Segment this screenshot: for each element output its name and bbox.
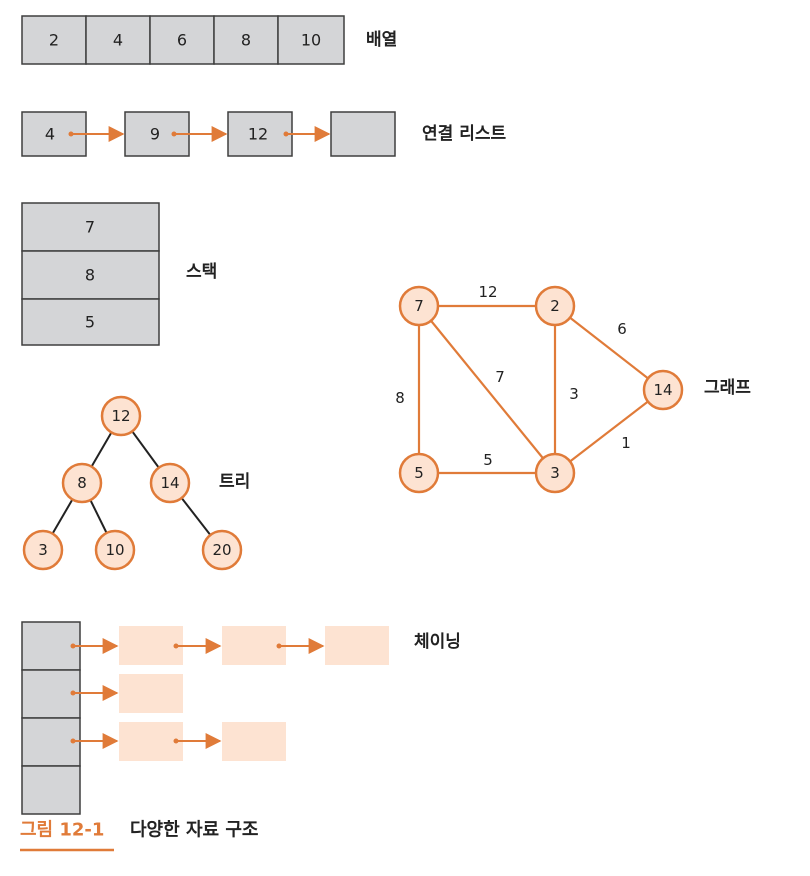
graph-diagram: 7 2 14 5 3 12 6 7 3 8 5 1 그래프 bbox=[395, 283, 751, 494]
graph-edge-weight: 6 bbox=[617, 320, 627, 338]
graph-node bbox=[398, 285, 440, 327]
tree-node-value: 14 bbox=[160, 474, 179, 492]
tree-node bbox=[201, 529, 243, 571]
graph-edge-weight: 7 bbox=[495, 368, 505, 386]
stack-label: 스택 bbox=[186, 262, 217, 282]
chain-node bbox=[222, 722, 286, 761]
tree-node-value: 12 bbox=[111, 407, 130, 425]
tree-node bbox=[149, 462, 191, 504]
graph-edge-weight: 8 bbox=[395, 389, 405, 407]
graph-edge bbox=[554, 305, 664, 391]
graph-edge bbox=[418, 305, 556, 474]
graph-label: 그래프 bbox=[704, 378, 751, 398]
tree-label: 트리 bbox=[219, 472, 250, 492]
graph-edge-weight: 5 bbox=[483, 451, 493, 469]
array-value-4: 10 bbox=[301, 31, 321, 50]
tree-node-value: 3 bbox=[38, 541, 48, 559]
chain-node bbox=[325, 626, 389, 665]
stack-diagram: 7 8 5 스택 bbox=[21, 202, 217, 346]
graph-node-value: 5 bbox=[414, 464, 424, 482]
array-value-3: 8 bbox=[241, 31, 251, 50]
figure-caption: 그림 12-1 다양한 자료 구조 bbox=[20, 820, 258, 852]
array-label: 배열 bbox=[366, 30, 397, 50]
caption-number: 그림 12-1 bbox=[20, 820, 104, 841]
array-value-0: 2 bbox=[49, 31, 59, 50]
stack-value-0: 7 bbox=[85, 218, 95, 237]
linked-list-diagram: 4 9 12 연결 리스트 bbox=[21, 111, 506, 157]
array-diagram: 2 4 6 8 10 배열 bbox=[21, 15, 397, 65]
tree-node-value: 10 bbox=[105, 541, 124, 559]
chaining-label: 체이닝 bbox=[414, 632, 461, 652]
graph-node-value: 7 bbox=[414, 297, 424, 315]
linked-list-value-2: 12 bbox=[248, 125, 268, 144]
tree-node bbox=[100, 395, 142, 437]
chain-node bbox=[119, 674, 183, 713]
graph-node bbox=[534, 285, 576, 327]
tree-diagram: 12 8 14 3 10 20 트리 bbox=[22, 395, 250, 571]
array-cell-2 bbox=[149, 15, 215, 65]
graph-node-value: 14 bbox=[653, 381, 672, 399]
hash-bucket-3 bbox=[21, 765, 81, 815]
chain-node bbox=[119, 626, 183, 665]
linked-list-node-2 bbox=[227, 111, 293, 157]
graph-edge bbox=[554, 389, 664, 474]
chain-node bbox=[119, 722, 183, 761]
graph-node-value: 2 bbox=[550, 297, 560, 315]
graph-edge-weight: 12 bbox=[478, 283, 497, 301]
array-cell-1 bbox=[85, 15, 151, 65]
array-value-1: 4 bbox=[113, 31, 123, 50]
tree-node bbox=[22, 529, 64, 571]
linked-list-value-1: 9 bbox=[150, 125, 160, 144]
stack-cell-2 bbox=[21, 298, 160, 346]
tree-node bbox=[61, 462, 103, 504]
linked-list-value-0: 4 bbox=[45, 125, 55, 144]
graph-node bbox=[398, 452, 440, 494]
graph-node bbox=[534, 452, 576, 494]
graph-node-value: 3 bbox=[550, 464, 560, 482]
stack-value-1: 8 bbox=[85, 266, 95, 285]
array-cell-0 bbox=[21, 15, 87, 65]
tree-node-value: 8 bbox=[77, 474, 87, 492]
graph-edge-weight: 1 bbox=[621, 434, 631, 452]
graph-node bbox=[642, 369, 684, 411]
chaining-diagram: 체이닝 bbox=[21, 621, 461, 815]
tree-node-value: 20 bbox=[212, 541, 231, 559]
tree-node bbox=[94, 529, 136, 571]
graph-edge-weight: 3 bbox=[569, 385, 579, 403]
linked-list-node-3 bbox=[330, 111, 396, 157]
array-value-2: 6 bbox=[177, 31, 187, 50]
caption-title: 다양한 자료 구조 bbox=[130, 820, 258, 841]
stack-cell-1 bbox=[21, 250, 160, 300]
linked-list-label: 연결 리스트 bbox=[422, 124, 506, 144]
array-cell-4 bbox=[277, 15, 345, 65]
hash-bucket-1 bbox=[21, 669, 81, 719]
stack-value-2: 5 bbox=[85, 313, 95, 332]
chain-node bbox=[222, 626, 286, 665]
